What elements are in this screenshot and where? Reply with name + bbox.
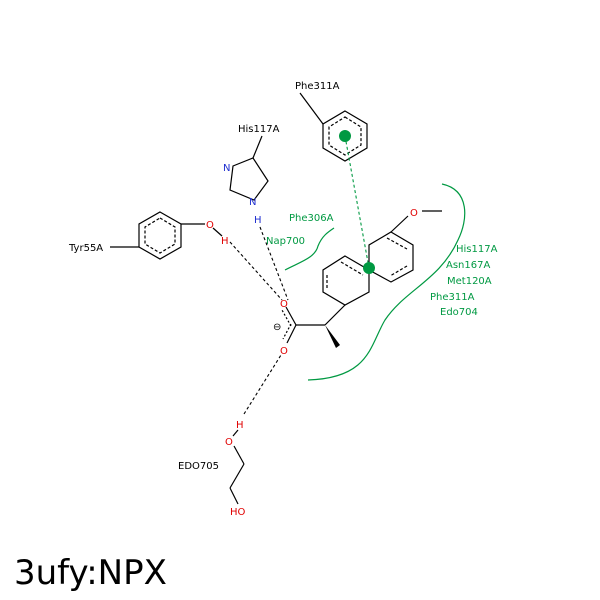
phe311-label: Phe311A (295, 81, 340, 92)
contact-edo704: Edo704 (440, 307, 478, 318)
npx-charge: ⊖ (273, 322, 281, 333)
hydrophobic-arc-right (307, 183, 466, 381)
tyr55-ring-inner (144, 217, 176, 254)
npx-inner-1 (340, 261, 364, 276)
nap700-label: Nap700 (266, 236, 305, 247)
edo705-o: O (225, 437, 233, 448)
page-title: 3ufy:NPX (14, 553, 167, 593)
contact-his117: His117A (456, 244, 498, 255)
hbond-tyr-o1 (229, 241, 283, 301)
phe311-stem (299, 92, 324, 125)
his117-stem (252, 135, 263, 159)
hbond-his-o1 (259, 226, 289, 301)
hydrophobic-arc-left (284, 227, 335, 271)
npx-inner-4 (389, 265, 408, 277)
edo705-residue: H O EDO705 HO (178, 420, 246, 518)
edo705-c2 (229, 463, 245, 489)
npx-methoxy-o (390, 215, 409, 233)
his117-h: H (254, 215, 262, 226)
npx-ring-a (322, 255, 370, 306)
npx-ca (324, 304, 346, 326)
npx-methoxy-o-label: O (410, 208, 418, 219)
tyr55-oh-bond (212, 227, 223, 237)
npx-co1 (285, 306, 297, 326)
npx-o2: O (280, 346, 288, 357)
phe311-residue: Phe311A (295, 81, 368, 162)
npx-co1-b (281, 309, 292, 327)
npx-co2 (286, 324, 297, 344)
npx-inner-3 (386, 237, 408, 250)
contact-met120: Met120A (447, 276, 492, 287)
edo705-label: EDO705 (178, 461, 219, 472)
contact-phe311: Phe311A (430, 292, 475, 303)
edo705-c3 (229, 487, 239, 505)
npx-co2-b (282, 323, 292, 340)
hbond-edo-o2 (243, 354, 282, 415)
contact-asn167: Asn167A (446, 260, 490, 271)
his117-n2: N (249, 197, 256, 208)
npx-ligand: O O O ⊖ (273, 208, 442, 357)
npx-o1: O (280, 299, 288, 310)
his117-label: His117A (238, 124, 280, 135)
his117-ring (229, 157, 269, 201)
edo705-c1 (233, 445, 245, 465)
tyr55-o: O (206, 220, 214, 231)
edo705-oh (232, 429, 239, 437)
edo705-ho: HO (230, 507, 246, 518)
tyr55-label: Tyr55A (68, 243, 103, 254)
edo705-h: H (236, 420, 244, 431)
tyr55-residue: Tyr55A O H (68, 211, 229, 260)
phe311-ring-inner (328, 116, 362, 156)
npx-ring-b (368, 231, 414, 283)
his117-residue: His117A N N H (223, 124, 280, 226)
npx-ring-centroid (363, 262, 375, 274)
npx-wedge (325, 325, 340, 348)
tyr55-h: H (221, 236, 229, 247)
his117-n1: N (223, 163, 230, 174)
phe306-label: Phe306A (289, 213, 334, 224)
pi-stacking-line (344, 135, 370, 269)
